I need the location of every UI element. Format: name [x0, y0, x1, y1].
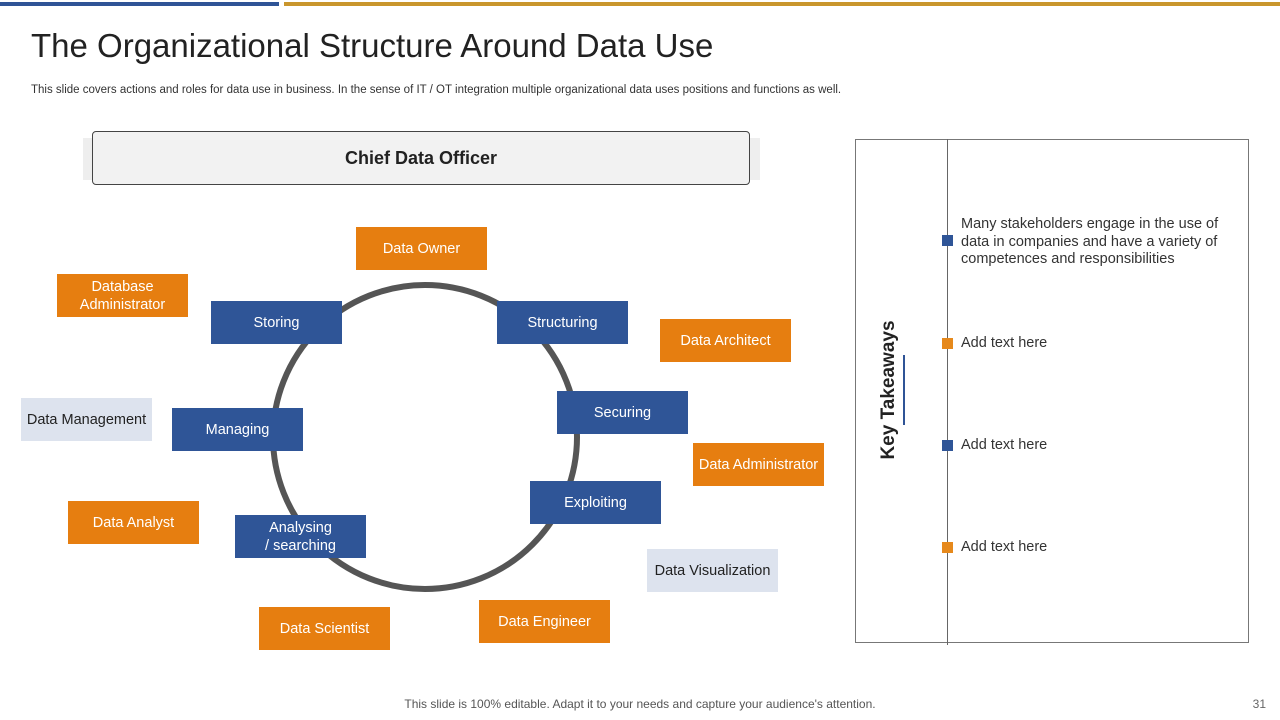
key-takeaways-underline	[903, 355, 905, 425]
function-exploiting: Exploiting	[530, 481, 661, 524]
role-data-engineer: Data Engineer	[479, 600, 610, 643]
takeaway-text-4: Add text here	[961, 539, 1048, 555]
function-structuring: Structuring	[497, 301, 628, 344]
key-takeaways-heading: Key Takeaways	[878, 320, 899, 460]
function-storing: Storing	[211, 301, 342, 344]
top-accent-bar-blue	[0, 2, 279, 6]
takeaway-text-2: Add text here	[961, 335, 1048, 351]
area-data-visualization: Data Visualization	[647, 549, 778, 592]
page-number: 31	[1252, 697, 1266, 711]
takeaway-marker-4	[942, 542, 953, 553]
function-managing: Managing	[172, 408, 303, 451]
role-data-scientist: Data Scientist	[259, 607, 390, 650]
takeaway-text-3: Add text here	[961, 437, 1048, 453]
takeaway-marker-1	[942, 235, 953, 246]
takeaway-marker-3	[942, 440, 953, 451]
role-data-owner: Data Owner	[356, 227, 487, 270]
area-data-management: Data Management	[21, 398, 152, 441]
takeaway-text-1: Many stakeholders engage in the use of d…	[961, 216, 1219, 267]
chief-data-officer-box: Chief Data Officer	[92, 131, 750, 185]
key-takeaways-divider	[947, 139, 948, 645]
slide-subtitle: This slide covers actions and roles for …	[31, 84, 842, 96]
footer-note: This slide is 100% editable. Adapt it to…	[404, 697, 876, 711]
takeaway-marker-2	[942, 338, 953, 349]
function-analysing-searching: Analysing / searching	[235, 515, 366, 558]
role-data-architect: Data Architect	[660, 319, 791, 362]
key-takeaways-panel	[855, 139, 1249, 643]
role-database-administrator: Database Administrator	[57, 274, 188, 317]
slide-title: The Organizational Structure Around Data…	[31, 27, 714, 64]
function-securing: Securing	[557, 391, 688, 434]
role-data-administrator: Data Administrator	[693, 443, 824, 486]
role-data-analyst: Data Analyst	[68, 501, 199, 544]
top-accent-bar-gold	[284, 2, 1280, 6]
